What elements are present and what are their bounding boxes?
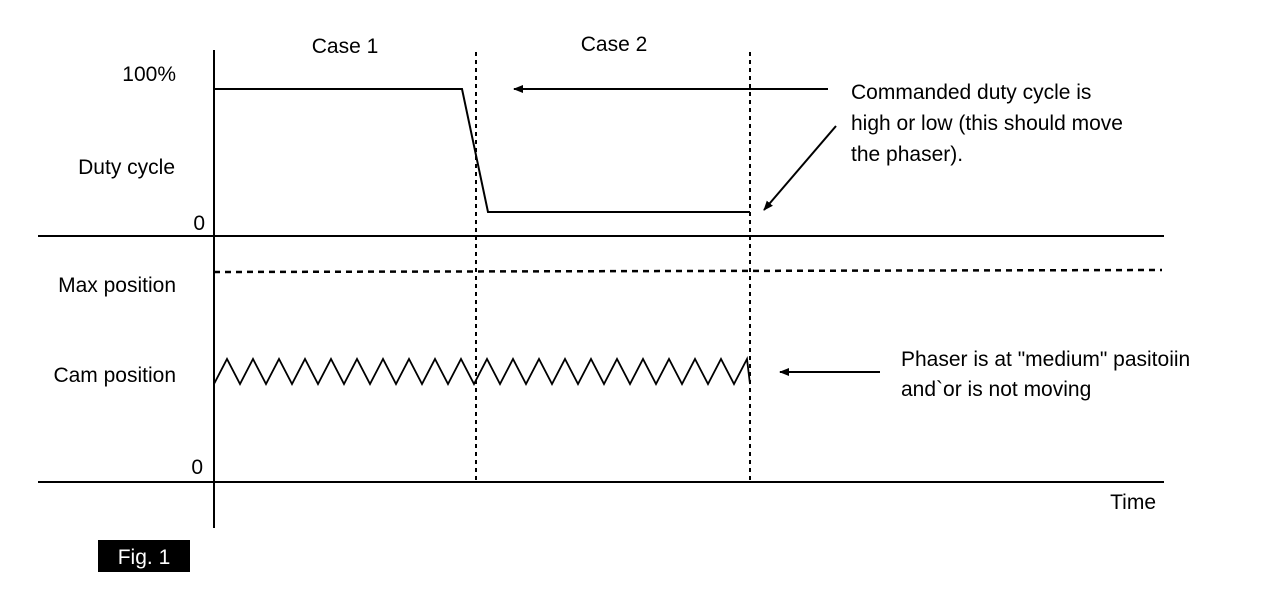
- case-1-label: Case 1: [312, 35, 379, 58]
- duty-note-line-3: the phaser).: [851, 143, 963, 166]
- duty-cycle-diagonal-arrow: [763, 125, 837, 211]
- max-position-line: [213, 268, 1163, 274]
- duty-cycle-label: Duty cycle: [78, 156, 175, 179]
- duty-zero-label: 0: [193, 212, 205, 235]
- max-position-label: Max position: [58, 274, 176, 297]
- duty-note-line-2: high or low (this should move: [851, 112, 1123, 135]
- cam-position-label: Cam position: [53, 364, 176, 387]
- cam-position-trace: [213, 355, 751, 386]
- duty-note-line-1: Commanded duty cycle is: [851, 81, 1091, 104]
- figure-label: Fig. 1: [118, 546, 171, 569]
- case-2-label: Case 2: [581, 33, 648, 56]
- time-axis-label: Time: [1110, 491, 1156, 514]
- duty-max-label: 100%: [122, 63, 176, 86]
- figure-label-box: [98, 540, 190, 572]
- duty-cycle-trace: [214, 88, 750, 213]
- phaser-note-line-2: and`or is not moving: [901, 378, 1091, 401]
- phaser-note-line-1: Phaser is at "medium" pasitoiin: [901, 348, 1190, 371]
- cam-zero-label: 0: [191, 456, 203, 479]
